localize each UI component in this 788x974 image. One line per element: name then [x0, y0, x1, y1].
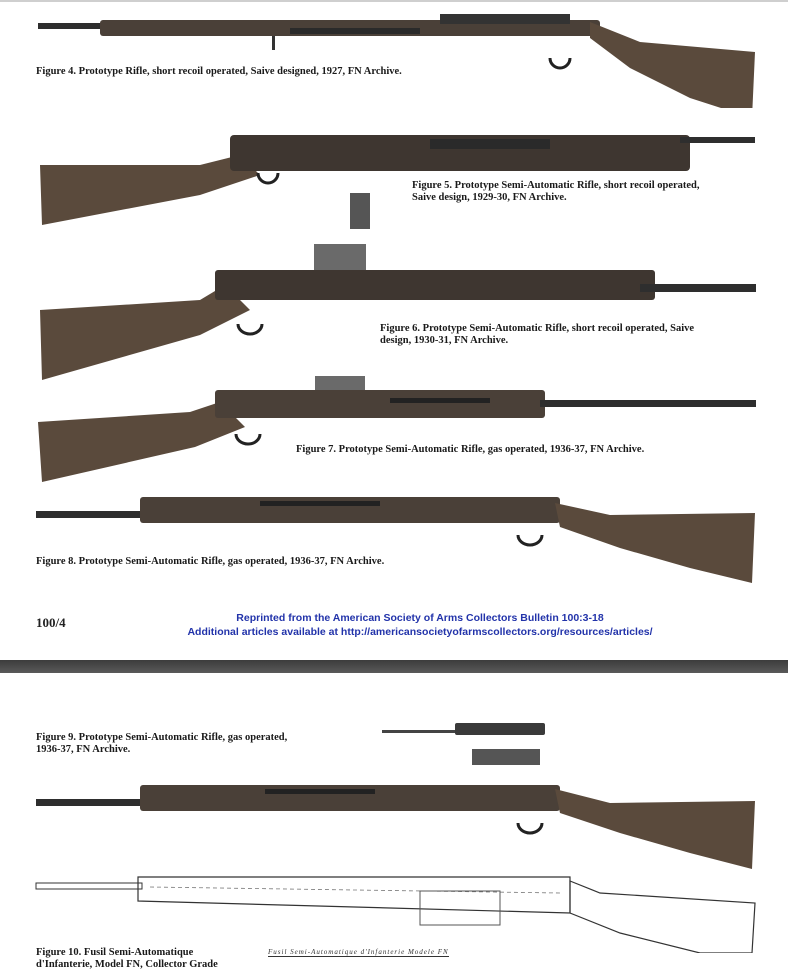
figure-5-caption-line-1: Figure 5. Prototype Semi-Automatic Rifle… — [412, 180, 700, 191]
reprint-notice: Reprinted from the American Society of A… — [236, 612, 604, 624]
figure-9-caption-line-2: 1936-37, FN Archive. — [36, 744, 131, 755]
figure-10-caption-line-2: d'Infanterie, Model FN, Collector Grade — [36, 959, 218, 970]
figure-5-rifle-image — [40, 135, 755, 229]
figure-10-caption-line-1: Figure 10. Fusil Semi-Automatique — [36, 947, 194, 958]
figure-6-rifle-image — [40, 244, 756, 380]
figure-5-caption-line-2: Saive design, 1929-30, FN Archive. — [412, 192, 567, 203]
figure-4-caption: Figure 4. Prototype Rifle, short recoil … — [36, 66, 402, 77]
drawing-plate-title: Fusil Semi-Automatique d'Infanterie Mode… — [268, 948, 449, 957]
page-separator — [0, 660, 788, 673]
figure-9-rifle-image — [36, 723, 755, 869]
figure-6-caption-line-2: design, 1930-31, FN Archive. — [380, 335, 509, 346]
figure-4-rifle-image — [38, 14, 755, 108]
page-top-border — [0, 0, 788, 2]
figure-8-rifle-image — [36, 497, 755, 583]
document-page-1: Figure 4. Prototype Rifle, short recoil … — [0, 0, 788, 638]
figure-10-cutaway-drawing — [35, 876, 756, 953]
articles-link[interactable]: Additional articles available at http://… — [187, 626, 653, 638]
figure-6-caption-line-1: Figure 6. Prototype Semi-Automatic Rifle… — [380, 323, 695, 334]
figure-8-caption: Figure 8. Prototype Semi-Automatic Rifle… — [36, 556, 385, 567]
figure-9-caption-line-1: Figure 9. Prototype Semi-Automatic Rifle… — [36, 732, 288, 743]
figure-7-rifle-image — [38, 376, 756, 482]
document-page-2: Figure 9. Prototype Semi-Automatic Rifle… — [0, 673, 788, 974]
figure-7-caption: Figure 7. Prototype Semi-Automatic Rifle… — [296, 444, 645, 455]
page-number: 100/4 — [36, 615, 66, 630]
